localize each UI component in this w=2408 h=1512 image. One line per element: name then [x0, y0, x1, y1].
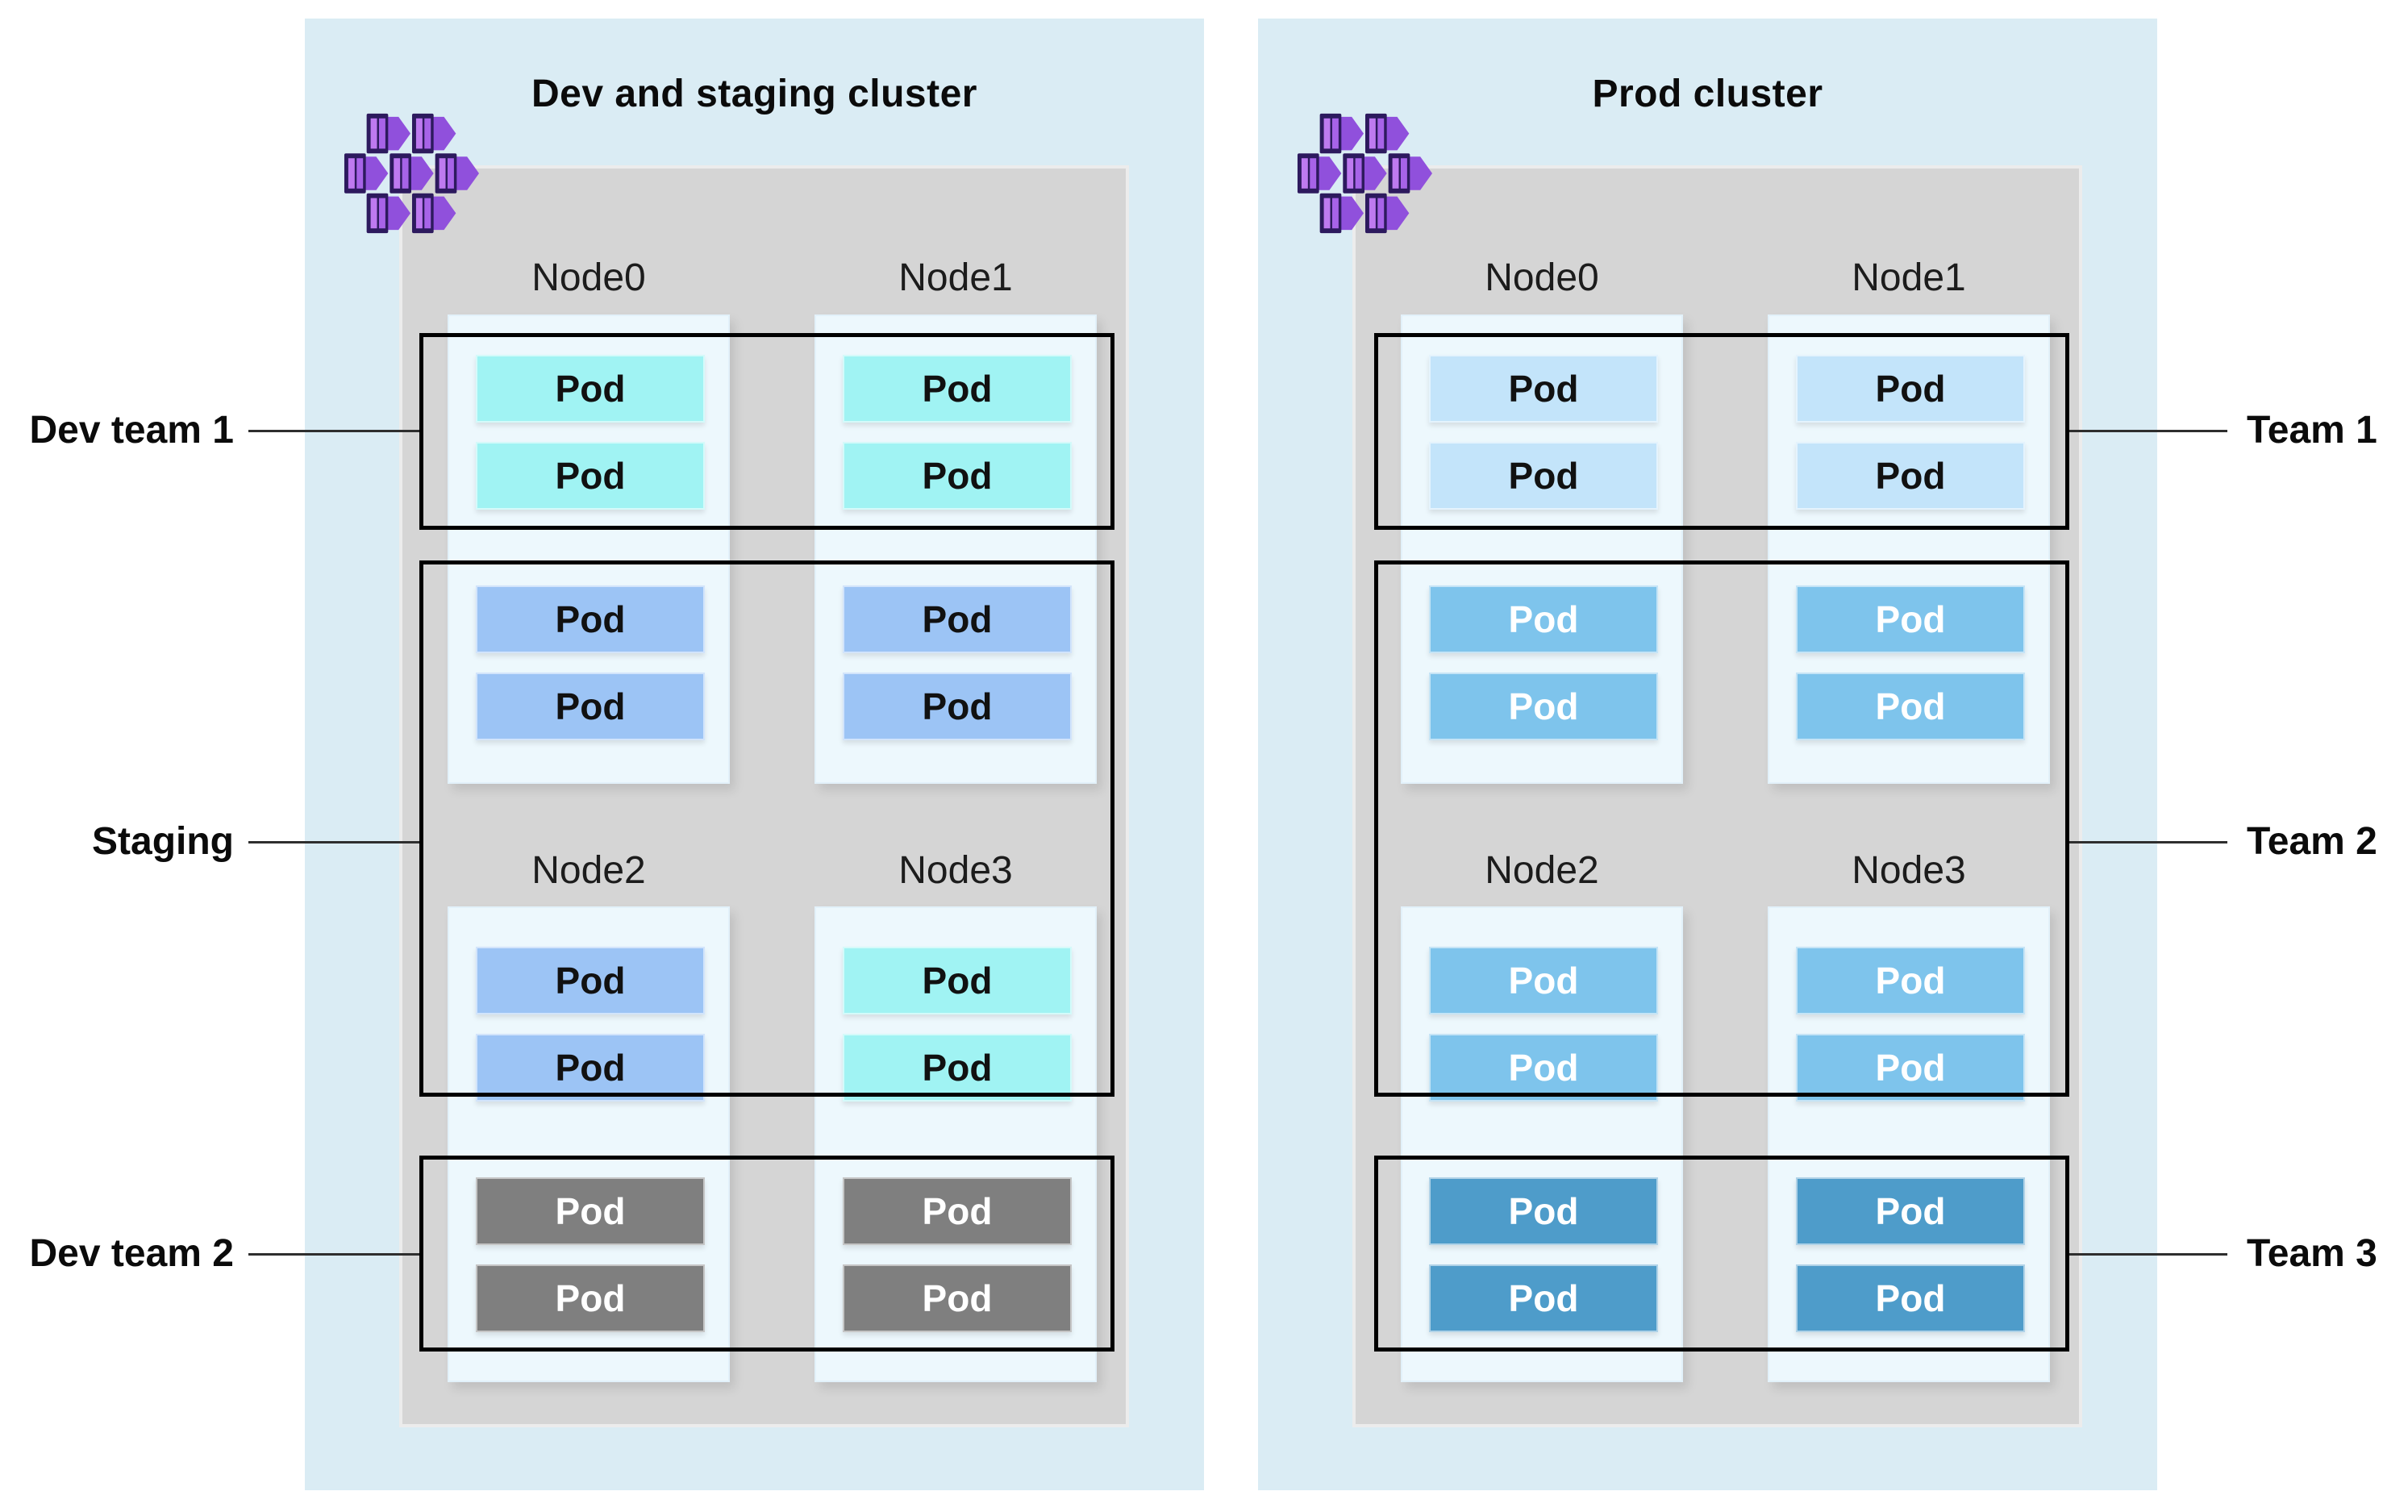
pod: Pod — [1796, 673, 2025, 740]
group-label-staging: Staging — [92, 820, 234, 863]
pod: Pod — [476, 1264, 705, 1332]
node-label-node1: Node1 — [898, 256, 1013, 299]
pod: Pod — [1429, 585, 1658, 653]
container-hexagon — [1364, 193, 1410, 234]
node-label-node0: Node0 — [1485, 256, 1599, 299]
node-label-node2: Node2 — [531, 849, 646, 892]
pod: Pod — [1796, 1264, 2025, 1332]
pod: Pod — [1429, 947, 1658, 1014]
pod: Pod — [843, 1264, 1072, 1332]
container-hexagon — [1388, 153, 1433, 194]
containers-cluster-icon — [342, 112, 481, 235]
container-hexagon — [390, 153, 434, 194]
group-connector-line — [248, 430, 419, 432]
container-hexagon — [435, 153, 480, 194]
group-label-team-3: Team 3 — [2247, 1232, 2377, 1275]
node-label-node1: Node1 — [1852, 256, 1966, 299]
pod: Pod — [843, 1177, 1072, 1245]
node-label-node2: Node2 — [1485, 849, 1599, 892]
containers-cluster-icon — [1295, 112, 1434, 235]
pod: Pod — [843, 355, 1072, 423]
pod: Pod — [1429, 442, 1658, 510]
group-label-team-1: Team 1 — [2247, 409, 2377, 452]
pod: Pod — [843, 442, 1072, 510]
container-hexagon — [366, 113, 411, 154]
pod: Pod — [1796, 442, 2025, 510]
container-hexagon — [366, 193, 411, 234]
group-connector-line — [248, 841, 419, 843]
container-hexagon — [411, 113, 456, 154]
cluster-title: Dev and staging cluster — [531, 73, 977, 115]
group-connector-line — [248, 1253, 419, 1256]
pod: Pod — [476, 1177, 705, 1245]
pod: Pod — [1796, 355, 2025, 423]
pod: Pod — [1796, 1177, 2025, 1245]
pod: Pod — [476, 585, 705, 653]
pod: Pod — [1429, 673, 1658, 740]
pod: Pod — [1429, 1177, 1658, 1245]
cluster-title: Prod cluster — [1592, 73, 1823, 115]
group-label-dev-team-1: Dev team 1 — [29, 409, 234, 452]
pod: Pod — [843, 585, 1072, 653]
container-hexagon — [1364, 113, 1410, 154]
pod: Pod — [1429, 1264, 1658, 1332]
cluster-panel-prod: Prod cluster — [1258, 19, 2157, 1490]
pod: Pod — [476, 1034, 705, 1102]
group-label-dev-team-2: Dev team 2 — [29, 1232, 234, 1275]
group-connector-line — [2069, 841, 2227, 843]
cluster-panel-dev-staging: Dev and staging cluster — [305, 19, 1204, 1490]
node-label-node3: Node3 — [898, 849, 1013, 892]
pod: Pod — [1429, 1034, 1658, 1102]
pod: Pod — [843, 673, 1072, 740]
group-label-team-2: Team 2 — [2247, 820, 2377, 863]
pod: Pod — [1796, 1034, 2025, 1102]
node-label-node0: Node0 — [531, 256, 646, 299]
pod: Pod — [1796, 585, 2025, 653]
pod: Pod — [1796, 947, 2025, 1014]
pod: Pod — [1429, 355, 1658, 423]
container-hexagon — [1343, 153, 1387, 194]
pod: Pod — [843, 1034, 1072, 1102]
pod: Pod — [476, 673, 705, 740]
container-hexagon — [1319, 113, 1364, 154]
pod: Pod — [476, 355, 705, 423]
container-hexagon — [1297, 153, 1342, 194]
container-hexagon — [411, 193, 456, 234]
node-label-node3: Node3 — [1852, 849, 1966, 892]
container-hexagon — [344, 153, 389, 194]
pod: Pod — [476, 947, 705, 1014]
pod: Pod — [476, 442, 705, 510]
group-connector-line — [2069, 430, 2227, 432]
container-hexagon — [1319, 193, 1364, 234]
pod: Pod — [843, 947, 1072, 1014]
group-connector-line — [2069, 1253, 2227, 1256]
